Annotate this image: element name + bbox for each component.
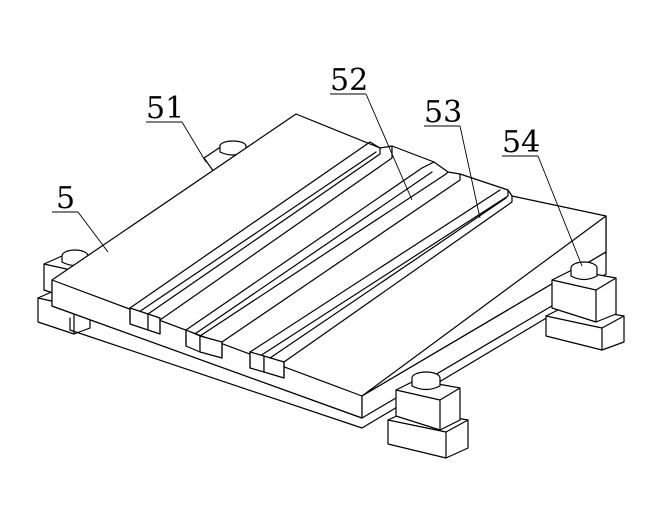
label-5: 5 (56, 181, 75, 216)
label-52: 52 (330, 63, 368, 98)
label-51: 51 (146, 91, 184, 126)
label-53: 53 (424, 95, 462, 130)
slotted-plate (51, 113, 607, 429)
callout-53: 53 (424, 95, 481, 219)
support-block-front (387, 371, 469, 459)
support-block-right (545, 261, 625, 351)
callout-54: 54 (502, 125, 583, 267)
callout-52: 52 (330, 63, 413, 201)
label-54: 54 (502, 125, 540, 160)
callout-51: 51 (146, 91, 207, 163)
callout-5: 5 (52, 181, 109, 253)
